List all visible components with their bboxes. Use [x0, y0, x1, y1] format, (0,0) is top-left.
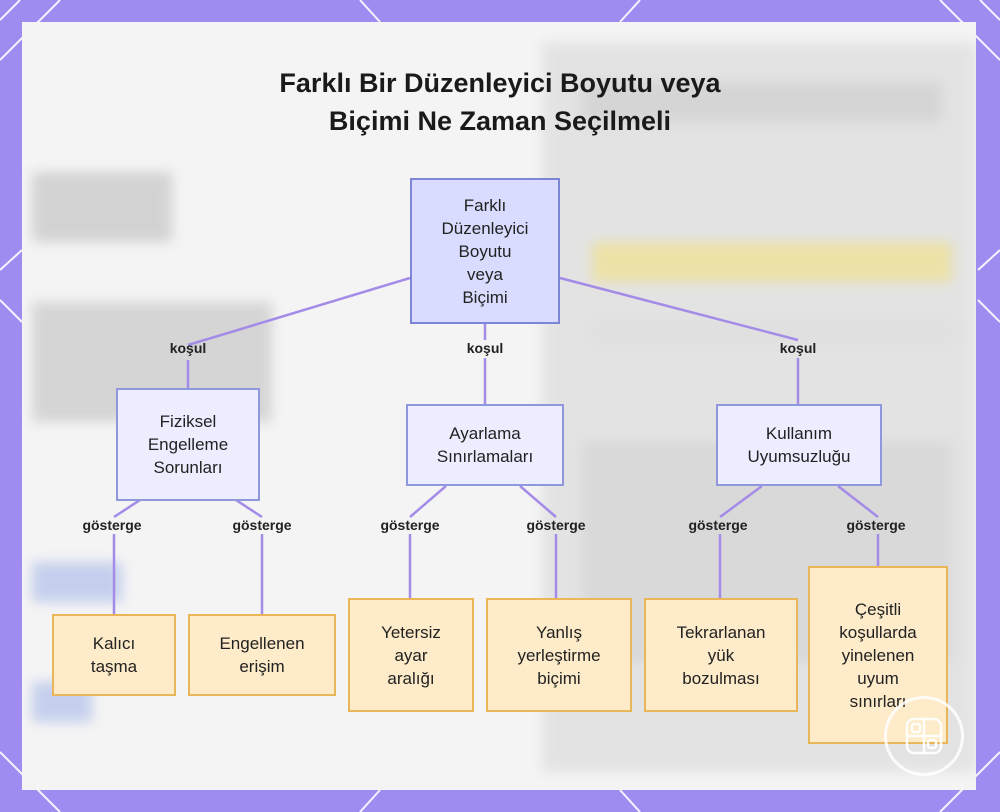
diagram-title: Farklı Bir Düzenleyici Boyutu veya Biçim…: [0, 64, 1000, 140]
root-line: veya: [467, 264, 503, 284]
leaf-line: Kalıcı: [92, 634, 136, 653]
category-node-usage: Kullanım Uyumsuzluğu: [716, 404, 882, 486]
edge-label-condition: koşul: [466, 340, 504, 356]
edge-label-condition: koşul: [169, 340, 207, 356]
leaf-line: yinelenen: [841, 645, 915, 665]
edge-label-indicator: gösterge: [526, 517, 586, 533]
edge-adjustment-to-leaf3: [409, 485, 447, 518]
leaf-node-wrong-placement: Yanlış yerleştirme biçimi: [486, 598, 632, 712]
edge-usage-to-leaf6: [837, 485, 879, 518]
root-line: Düzenleyici: [441, 218, 529, 238]
title-line-1: Farklı Bir Düzenleyici Boyutu veya: [279, 68, 721, 98]
edge-physical-to-leaf1: [113, 498, 141, 519]
edge-label-indicator: gösterge: [380, 517, 440, 533]
category-node-adjustment: Ayarlama Sınırlamaları: [406, 404, 564, 486]
leaf-node-persistent-overflow: Kalıcı taşma: [52, 614, 176, 696]
leaf-line: Çeşitli: [854, 599, 902, 619]
leaf-line: bozulması: [682, 668, 760, 688]
category-line: Ayarlama: [449, 424, 521, 443]
leaf-line: Tekrarlanan: [676, 622, 766, 642]
leaf-line: taşma: [90, 657, 138, 676]
edge-adjustment-to-leaf4: [519, 485, 557, 518]
logo-watermark-icon: [884, 696, 964, 776]
leaf-node-insufficient-range: Yetersiz ayar aralığı: [348, 598, 474, 712]
edge-physical-to-leaf2: [235, 498, 263, 519]
edge-root-to-usage: [559, 276, 799, 342]
leaf-line: aralığı: [387, 668, 435, 688]
root-line: Farklı: [463, 195, 507, 215]
edge-usage-to-leaf5: [719, 484, 763, 519]
leaf-line: yerleştirme: [517, 645, 601, 665]
leaf-node-repeated-load: Tekrarlanan yük bozulması: [644, 598, 798, 712]
leaf-line: sınırları: [849, 691, 907, 711]
root-node: Farklı Düzenleyici Boyutu veya Biçimi: [410, 178, 560, 324]
category-line: Sınırlamaları: [436, 447, 534, 466]
edge-label-indicator: gösterge: [232, 517, 292, 533]
edge-label-indicator: gösterge: [846, 517, 906, 533]
leaf-line: erişim: [239, 657, 285, 676]
leaf-line: uyum: [857, 668, 899, 688]
category-line: Fiziksel: [159, 412, 217, 431]
root-line: Biçimi: [462, 287, 508, 307]
leaf-node-blocked-access: Engellenen erişim: [188, 614, 336, 696]
edge-root-to-physical: [187, 276, 411, 347]
category-line: Engelleme: [147, 435, 229, 454]
edge-label-condition: koşul: [779, 340, 817, 356]
leaf-line: biçimi: [537, 668, 581, 688]
leaf-line: yük: [707, 645, 735, 665]
root-line: Boyutu: [458, 241, 512, 261]
edge-label-indicator: gösterge: [82, 517, 142, 533]
category-line: Sorunları: [153, 458, 223, 477]
leaf-line: Yetersiz: [381, 622, 441, 642]
leaf-line: Engellenen: [219, 634, 305, 653]
leaf-line: koşullarda: [839, 622, 917, 642]
title-line-2: Biçimi Ne Zaman Seçilmeli: [328, 106, 672, 136]
leaf-line: Yanlış: [536, 622, 582, 642]
category-line: Uyumsuzluğu: [747, 447, 851, 466]
leaf-line: ayar: [394, 645, 428, 665]
category-node-physical: Fiziksel Engelleme Sorunları: [116, 388, 260, 501]
category-line: Kullanım: [765, 424, 833, 443]
edge-label-indicator: gösterge: [688, 517, 748, 533]
